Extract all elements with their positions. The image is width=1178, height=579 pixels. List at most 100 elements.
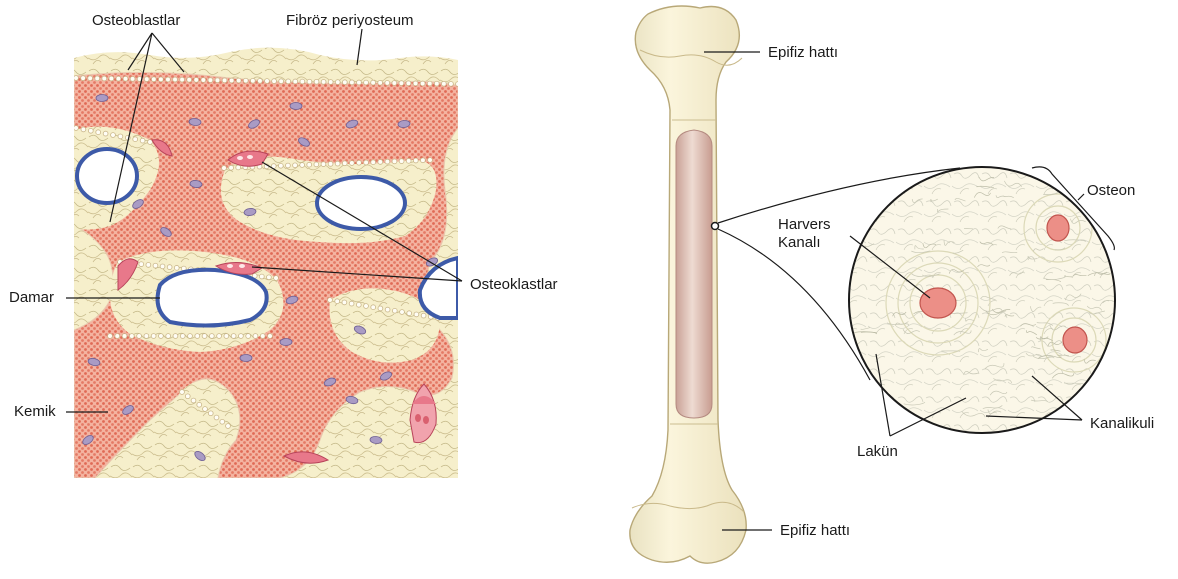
osteoblast	[202, 334, 207, 339]
epiphyseal-line-label-top: Epifiz hattı	[768, 44, 838, 61]
osteoblast	[378, 80, 383, 85]
blood-vessel	[158, 270, 267, 326]
osteoblast	[279, 79, 284, 84]
osteoblast	[253, 334, 258, 339]
osteoblast	[441, 81, 446, 86]
osteoblast	[194, 77, 199, 82]
osteoblast	[215, 78, 220, 83]
canaliculi-label: Kanalikuli	[1090, 415, 1154, 432]
osteoblast	[108, 334, 113, 339]
osteoblast	[133, 137, 138, 142]
osteoblast	[166, 77, 171, 82]
haversian-canal	[920, 288, 956, 318]
osteoblast	[140, 138, 145, 143]
osteoblast	[328, 298, 333, 303]
osteoblast	[385, 159, 390, 164]
osteocyte	[280, 338, 292, 345]
osteoblast	[456, 82, 461, 87]
osteoblast	[74, 126, 79, 131]
osteoblast	[392, 81, 397, 86]
osteoblast	[307, 162, 312, 167]
osteoblast	[260, 334, 265, 339]
osteoblast	[229, 78, 234, 83]
osteoblast	[293, 79, 298, 84]
osteoblast	[160, 264, 165, 269]
osteoblast	[349, 301, 354, 306]
osteoblast	[217, 334, 222, 339]
osteoblast	[236, 78, 241, 83]
osteoblast	[159, 334, 164, 339]
osteoblast	[144, 77, 149, 82]
osteoblast	[364, 80, 369, 85]
osteoblast	[166, 334, 171, 339]
osteoblast	[81, 76, 86, 81]
osteoblast	[286, 163, 291, 168]
osteoblast	[420, 158, 425, 163]
osteoblast	[95, 76, 100, 81]
osteoblast	[428, 158, 433, 163]
osteoblast	[180, 390, 185, 395]
osteoblast	[236, 165, 241, 170]
lacuna-label: Lakün	[857, 443, 898, 460]
osteoblast	[307, 79, 312, 84]
osteoblast	[187, 77, 192, 82]
osteoblast	[259, 274, 264, 279]
osteoblast	[328, 80, 333, 85]
osteoblast	[420, 81, 425, 86]
osteoblast	[111, 133, 116, 138]
osteoblast	[220, 419, 225, 424]
osteoblast	[246, 334, 251, 339]
periosteum-leader	[357, 29, 362, 65]
osteoblast	[406, 81, 411, 86]
osteoblast	[139, 262, 144, 267]
osteoblast	[195, 334, 200, 339]
osteoblast	[74, 76, 79, 81]
osteoblast	[222, 78, 227, 83]
osteocyte	[290, 102, 302, 109]
osteoblast	[267, 275, 272, 280]
osteoblast	[414, 312, 419, 317]
osteoblast	[357, 160, 362, 165]
osteoblast	[392, 159, 397, 164]
haversian-canal-label: Harvers Kanalı	[778, 216, 831, 252]
osteoblast	[203, 407, 208, 412]
osteoblast	[378, 160, 383, 165]
osteoblast	[385, 307, 390, 312]
osteoblast	[265, 79, 270, 84]
osteoblast	[109, 76, 114, 81]
osteoblast	[321, 162, 326, 167]
osteocyte	[96, 94, 108, 101]
osteoblast	[88, 76, 93, 81]
osteoblast	[158, 77, 163, 82]
osteoblast	[209, 334, 214, 339]
osteoblasts-label: Osteoblastlar	[92, 12, 180, 29]
osteoblast	[129, 334, 134, 339]
osteoblast	[146, 263, 151, 268]
osteoblast	[399, 159, 404, 164]
osteoblast	[88, 128, 93, 133]
osteoblast	[413, 81, 418, 86]
vessel-label: Damar	[9, 289, 54, 306]
osteoblast	[243, 78, 248, 83]
osteoblast	[427, 81, 432, 86]
osteoblast	[300, 163, 305, 168]
haversian-canal	[1047, 215, 1069, 241]
osteoblast	[335, 299, 340, 304]
osteoblast	[364, 304, 369, 309]
osteoblast	[153, 263, 158, 268]
osteoblast	[151, 77, 156, 82]
osteoblast	[208, 78, 213, 83]
osteoblast	[392, 308, 397, 313]
medullary-cavity	[676, 130, 712, 418]
osteoblast	[371, 305, 376, 310]
osteon-magnified-view	[849, 167, 1120, 433]
osteon-bracket-tick	[1078, 194, 1084, 200]
osteoblast	[167, 265, 172, 270]
osteoblast	[180, 77, 185, 82]
osteoblast	[378, 306, 383, 311]
osteoblast	[286, 79, 291, 84]
osteoblast	[191, 398, 196, 403]
magnified-circle-fill	[849, 167, 1115, 433]
osteoblast	[364, 160, 369, 165]
